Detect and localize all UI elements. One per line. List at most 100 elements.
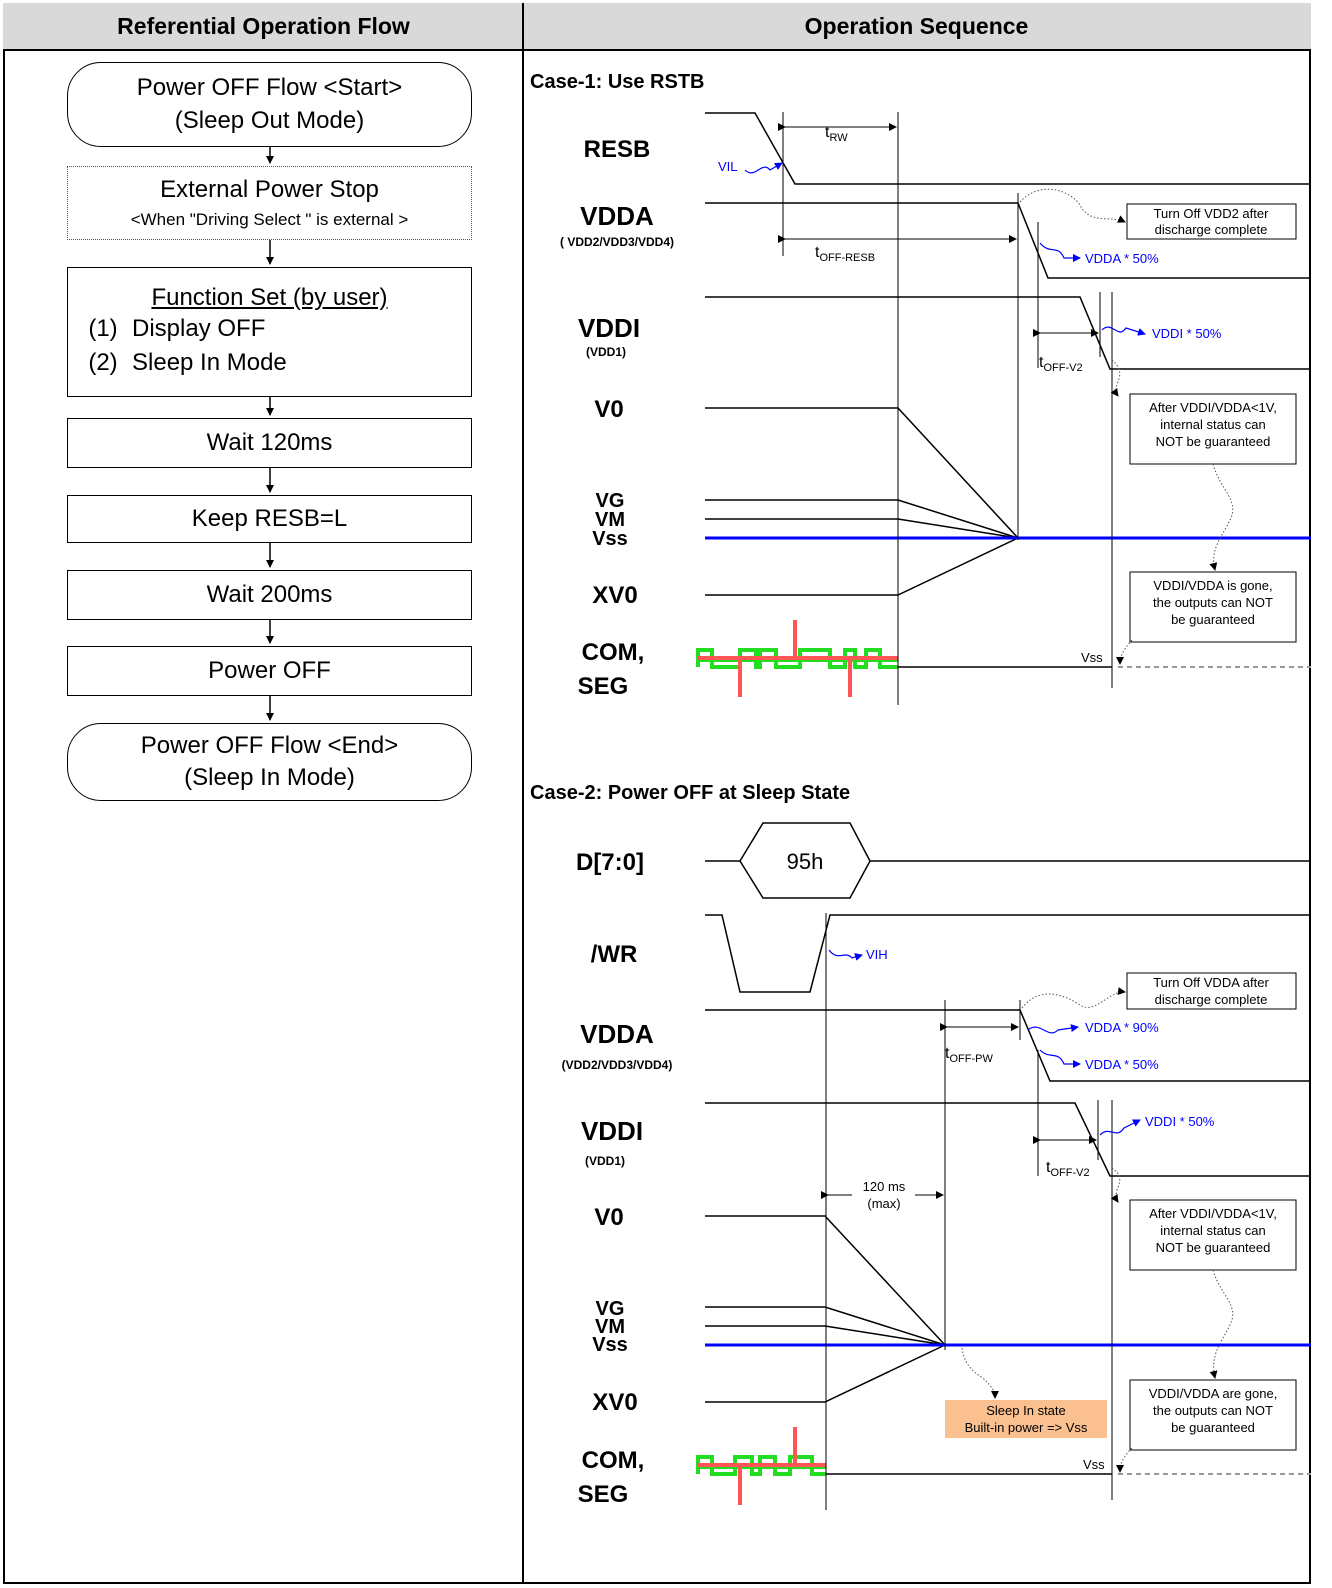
flow-keep-resb-label: Keep RESB=L	[191, 505, 348, 532]
case1-vdda-wave	[705, 202, 1311, 279]
case1-vddi-sub: (VDD1)	[586, 345, 626, 359]
case2-note1-box	[1126, 972, 1297, 1010]
case1-resb-wave	[705, 112, 1311, 185]
case2-leader-4	[1116, 1447, 1133, 1473]
case2-vih-label: VIH	[866, 947, 888, 962]
flow-function-set-title: Function Set (by user)	[151, 284, 388, 311]
case1-vss-small: Vss	[1081, 650, 1103, 665]
case1-note3-box	[1129, 571, 1297, 643]
header-right-label: Operation Sequence	[804, 12, 1029, 39]
case2-toff-pw-label: tOFF-PW	[945, 1045, 993, 1065]
case1-vddi-label: VDDI	[578, 313, 640, 343]
case2-signal-labels: D[7:0] /WR VDDA (VDD2/VDD3/VDD4) VDDI (V…	[562, 849, 673, 1508]
case1-vm-label: VM	[595, 509, 625, 531]
case1-vdda50-arrow	[1039, 242, 1081, 262]
case2-toff-pw-sub: OFF-PW	[949, 1053, 993, 1065]
case1-v0-label: V0	[594, 396, 623, 423]
case1-note-text: Turn Off VDD2 after discharge complete A…	[1149, 206, 1277, 627]
case2-wr-label: /WR	[591, 941, 638, 968]
flow-ext-power-label: External Power Stop	[160, 176, 379, 203]
case2-note2-line2: internal status can	[1160, 1223, 1266, 1238]
case1-note2-box	[1129, 393, 1297, 465]
case2-note1-line1: Turn Off VDDA after	[1153, 975, 1269, 990]
case1-vg-label: VG	[596, 490, 625, 512]
case2-data-value: 95h	[787, 849, 824, 874]
case1-toff-v2-t: t	[1039, 354, 1044, 371]
case1-note2-line3: NOT be guaranteed	[1156, 434, 1271, 449]
case2-leader-3	[1209, 1269, 1234, 1379]
case2-vdda-sub: (VDD2/VDD3/VDD4)	[562, 1058, 673, 1072]
case2-vm-label: VM	[595, 1316, 625, 1338]
case2-note3-line1: VDDI/VDDA are gone,	[1149, 1386, 1278, 1401]
case1-vss-label: Vss	[592, 528, 628, 550]
case1-note3-line1: VDDI/VDDA is gone,	[1153, 578, 1272, 593]
case2-waveforms	[705, 914, 1311, 1475]
case2-v0-label: V0	[594, 1204, 623, 1231]
flow-power-off-label: Power OFF	[208, 657, 331, 684]
case2-xv0-label: XV0	[592, 1389, 637, 1416]
case2-vm-wave	[705, 1325, 946, 1346]
case1-seg-label: SEG	[578, 673, 629, 700]
case2-vih-arrow	[828, 949, 863, 961]
case2-v0-wave	[705, 1215, 946, 1346]
case2-toff-v2-t: t	[1046, 1159, 1051, 1176]
case1-trw-label: tRW	[825, 124, 848, 144]
case2-vddi-sub: (VDD1)	[585, 1154, 625, 1168]
flow-wait1-label: Wait 120ms	[206, 429, 333, 456]
case1-com-label: COM,	[582, 639, 645, 666]
case1-vil-arrow	[744, 162, 783, 174]
case2-note2-box	[1129, 1199, 1297, 1271]
case2-com-label: COM,	[582, 1447, 645, 1474]
case1-note1-line2: discharge complete	[1155, 222, 1268, 237]
flow-step-2: (2)Sleep In Mode	[74, 346, 287, 380]
case1-note3-line3: be guaranteed	[1171, 612, 1255, 627]
case1-leader-1	[1019, 188, 1126, 223]
case1-vdda-sub: ( VDD2/VDD3/VDD4)	[560, 235, 674, 249]
header-left: Referential Operation Flow	[3, 3, 524, 51]
case2-vdda90-label: VDDA * 90%	[1085, 1020, 1159, 1035]
flow-end-line2: (Sleep In Mode)	[184, 764, 355, 791]
case1-vdda50-label: VDDA * 50%	[1085, 251, 1159, 266]
case2-vg-label: VG	[596, 1298, 625, 1320]
case2-note2-line1: After VDDI/VDDA<1V,	[1149, 1206, 1277, 1221]
case1-timing	[778, 123, 1099, 337]
case2-toff-pw-t: t	[945, 1045, 950, 1062]
case2-note3-line3: be guaranteed	[1171, 1420, 1255, 1435]
flow-step2-label: Sleep In Mode	[132, 348, 287, 376]
case1-vddi50-arrow	[1101, 326, 1146, 336]
case2-guides	[825, 913, 1113, 1510]
case2-note3-box	[1129, 1379, 1297, 1451]
case2-xv0-wave	[705, 1344, 946, 1403]
case1-xv0-label: XV0	[592, 582, 637, 609]
flow-start: Power OFF Flow <Start> (Sleep Out Mode)	[67, 62, 472, 147]
case1-leader-2	[1110, 359, 1121, 397]
case1-leader-4	[1116, 639, 1133, 665]
flow-step1-num: (1)	[88, 315, 118, 342]
case2-sleep-line1: Sleep In state	[986, 1403, 1066, 1418]
flow-ext-power-note: <When "Driving Select " is external >	[130, 210, 409, 229]
case2-leader-2	[1110, 1167, 1121, 1203]
case2-leader-1	[1021, 987, 1126, 1009]
case1-com-seg-pattern	[696, 620, 898, 697]
case2-note-boxes	[1126, 972, 1297, 1451]
column-divider	[522, 3, 524, 1584]
case1-toff-resb-label: tOFF-RESB	[815, 244, 875, 264]
case1-toff-v2-sub: OFF-V2	[1043, 362, 1082, 374]
case1-vdda-label: VDDA	[580, 201, 654, 231]
case1-note2-line2: internal status can	[1160, 417, 1266, 432]
flow-start-line2: (Sleep Out Mode)	[174, 106, 365, 134]
flow-wait2-label: Wait 200ms	[206, 581, 333, 608]
case1-vil-label: VIL	[718, 159, 738, 174]
case2-com-seg-pattern	[696, 1427, 826, 1505]
case1-trw-sub: RW	[829, 132, 848, 144]
case1-toff-v2-label: tOFF-V2	[1039, 354, 1083, 374]
case2-note1-line2: discharge complete	[1155, 992, 1268, 1007]
case1-toff-resb-t: t	[815, 244, 820, 261]
case1-vddi50-label: VDDI * 50%	[1152, 326, 1222, 341]
case2-vdda-wave	[705, 1009, 1311, 1082]
case1-vm-wave	[705, 518, 1019, 539]
case2-vdda-label: VDDA	[580, 1019, 654, 1049]
case2-toff-v2-label: tOFF-V2	[1046, 1159, 1090, 1179]
case1-resb-label: RESB	[584, 136, 651, 163]
case2-max-label: (max)	[867, 1196, 900, 1211]
